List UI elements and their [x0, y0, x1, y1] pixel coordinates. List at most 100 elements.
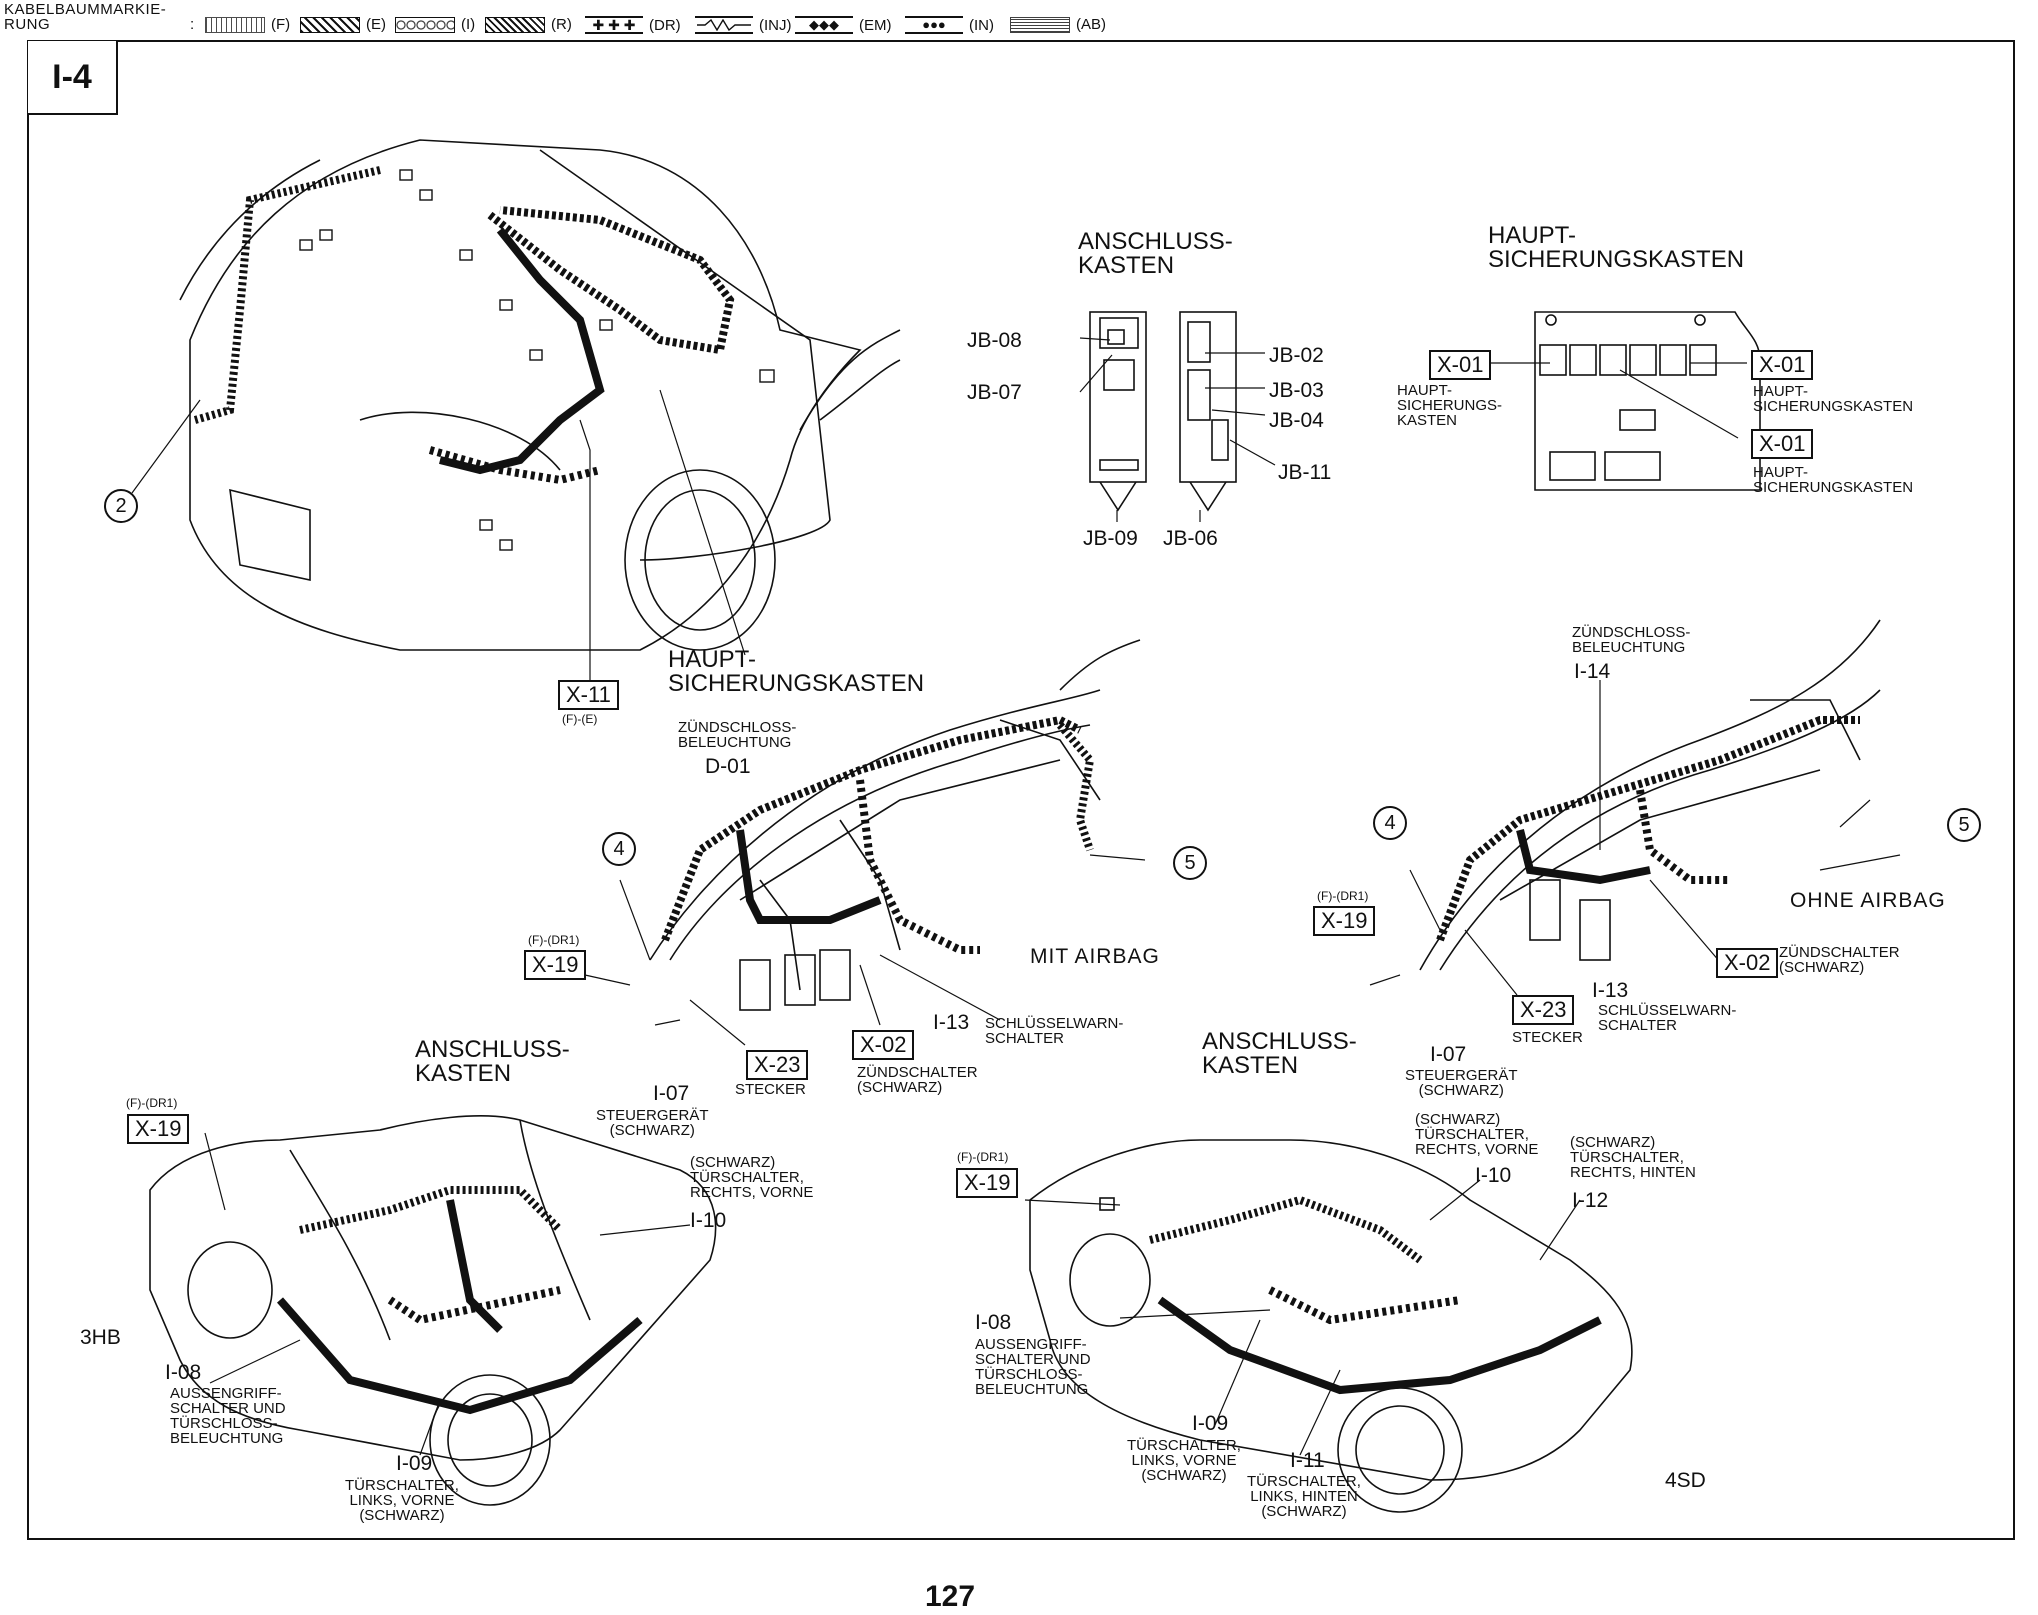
legend-swatch — [205, 16, 265, 33]
mit-x23: X-23 — [746, 1050, 809, 1080]
mit-steuer: STEUERGERÄT (SCHWARZ) — [596, 1107, 709, 1139]
dashboard-ohne-airbag-illustration — [1419, 619, 1881, 971]
ohne-x23: X-23 — [1512, 995, 1575, 1025]
mit-anschluss: ANSCHLUSS- KASTEN — [415, 1036, 570, 1087]
mit-stecker: STECKER — [735, 1081, 806, 1098]
sd4-i09-desc: TÜRSCHALTER, LINKS, VORNE (SCHWARZ) — [1127, 1437, 1241, 1484]
ohne-i14: I-14 — [1574, 660, 1611, 683]
ohne-zuendschalter: ZÜNDSCHALTER (SCHWARZ) — [1779, 944, 1900, 976]
legend-item: (I) — [395, 16, 475, 33]
legend-code: (INJ) — [759, 16, 792, 34]
hb3-title: 3HB — [80, 1326, 121, 1349]
hb3-i10: I-10 — [690, 1209, 727, 1232]
mit-i07: I-07 — [653, 1082, 690, 1105]
sd4-i09: I-09 — [1192, 1412, 1229, 1435]
sd4-i11: I-11 — [1290, 1449, 1325, 1472]
main-fuse-box-illustration — [1534, 311, 1761, 491]
ohne-schloss: SCHLÜSSELWARN- SCHALTER — [1598, 1002, 1737, 1034]
legend-swatch: ●●● — [905, 16, 963, 34]
conn-jb09: JB-09 — [1083, 527, 1138, 550]
page-number: 127 — [925, 1580, 976, 1613]
sd4-x19: X-19 — [956, 1168, 1019, 1198]
hb3-i08: I-08 — [165, 1361, 202, 1384]
conn-x01-left-desc: HAUPT- SICHERUNGS- KASTEN — [1397, 382, 1503, 429]
ohne-zuend-light-label: ZÜNDSCHLOSS- BELEUCHTUNG — [1572, 624, 1691, 656]
conn-x01-left: X-01 — [1429, 350, 1492, 380]
legend-code: (IN) — [969, 16, 994, 34]
sd4-i12-desc: (SCHWARZ) TÜRSCHALTER, RECHTS, HINTEN — [1570, 1134, 1696, 1181]
engine-harness — [193, 166, 735, 485]
conn-x01-right-1: X-01 — [1751, 350, 1814, 380]
car-3hb-harness — [276, 1186, 643, 1415]
engine-fuse-box-label: HAUPT- SICHERUNGSKASTEN — [668, 646, 925, 697]
sd4-i10-desc: (SCHWARZ) TÜRSCHALTER, RECHTS, VORNE — [1415, 1111, 1539, 1158]
legend-item: (R) — [485, 16, 572, 33]
mit-callout-5: 5 — [1173, 846, 1207, 880]
mit-callout-4: 4 — [602, 832, 636, 866]
connector-x11-code: (F)-(E) — [562, 712, 598, 726]
hb3-i09-desc: TÜRSCHALTER, LINKS, VORNE (SCHWARZ) — [345, 1477, 459, 1524]
legend-swatch — [695, 16, 753, 34]
mit-x19-code: (F)-(DR1) — [528, 933, 580, 947]
mit-x02: X-02 — [852, 1030, 915, 1060]
junction-box-title: ANSCHLUSS- KASTEN — [1078, 228, 1233, 279]
legend-item: ◆◆◆(EM) — [795, 16, 892, 34]
sd4-i08: I-08 — [975, 1311, 1012, 1334]
legend-code: (AB) — [1076, 16, 1106, 33]
legend-code: (E) — [366, 16, 386, 33]
sd4-i08-desc: AUSSENGRIFF- SCHALTER UND TÜRSCHLOSS- BE… — [975, 1336, 1091, 1398]
sd4-i12: I-12 — [1572, 1189, 1609, 1212]
sd4-title: 4SD — [1665, 1469, 1706, 1492]
diagram-frame — [27, 40, 2015, 1540]
ohne-title: OHNE AIRBAG — [1790, 889, 1946, 912]
conn-jb03: JB-03 — [1269, 379, 1324, 402]
legend-swatch: ◆◆◆ — [795, 16, 853, 34]
legend-item: ●●● (IN) — [905, 16, 994, 34]
legend-swatch: ✚ ✚ ✚ — [585, 16, 643, 34]
legend-code: (DR) — [649, 16, 681, 34]
dashboard-mit-airbag-illustration — [649, 639, 1141, 1011]
legend-swatch — [395, 16, 455, 33]
leader-lines — [131, 337, 1901, 1456]
legend-code: (R) — [551, 16, 572, 33]
sd4-x19-code: (F)-(DR1) — [957, 1150, 1009, 1164]
legend-item: (E) — [300, 16, 386, 33]
legend-item: (INJ) — [695, 16, 792, 34]
car-4sd-harness — [1149, 1195, 1602, 1395]
sd4-i11-desc: TÜRSCHALTER, LINKS, HINTEN (SCHWARZ) — [1247, 1473, 1361, 1520]
sd4-i10: I-10 — [1475, 1164, 1512, 1187]
ohne-steuer: STEUERGERÄT (SCHWARZ) — [1405, 1067, 1518, 1099]
legend-item: ✚ ✚ ✚ (DR) — [585, 16, 681, 34]
ohne-anschluss: ANSCHLUSS- KASTEN — [1202, 1028, 1357, 1079]
mit-x19: X-19 — [524, 950, 587, 980]
hb3-x19: X-19 — [127, 1114, 190, 1144]
engine-bay-illustration — [179, 139, 901, 651]
hb3-i09: I-09 — [396, 1452, 433, 1475]
legend-swatch — [300, 16, 360, 33]
car-3hb-illustration — [149, 1115, 717, 1506]
legend-separator: : — [190, 16, 195, 33]
ohne-stecker: STECKER — [1512, 1029, 1583, 1046]
hb3-i10-desc: (SCHWARZ) TÜRSCHALTER, RECHTS, VORNE — [690, 1154, 814, 1201]
dashboard-harness-ohne — [1436, 716, 1860, 942]
ohne-x19: X-19 — [1313, 906, 1376, 936]
car-4sd-illustration — [1029, 1139, 1633, 1513]
legend-swatch — [1010, 16, 1070, 33]
legend-code: (I) — [461, 16, 476, 33]
ohne-x19-code: (F)-(DR1) — [1317, 889, 1369, 903]
dashboard-harness-mit — [661, 715, 1095, 954]
legend-code: (F) — [271, 16, 291, 33]
conn-jb06: JB-06 — [1163, 527, 1218, 550]
connector-x11: X-11 — [558, 680, 619, 710]
hb3-x19-code: (F)-(DR1) — [126, 1096, 178, 1110]
hb3-i08-desc: AUSSENGRIFF- SCHALTER UND TÜRSCHLOSS- BE… — [170, 1385, 286, 1447]
mit-title: MIT AIRBAG — [1030, 945, 1160, 968]
ohne-i07: I-07 — [1430, 1043, 1467, 1066]
conn-jb02: JB-02 — [1269, 344, 1324, 367]
mit-schloss: SCHLÜSSELWARN- SCHALTER — [985, 1015, 1124, 1047]
conn-jb08: JB-08 — [967, 329, 1022, 352]
conn-x01-right-2: X-01 — [1751, 429, 1814, 459]
legend-item: (F) — [205, 16, 290, 33]
conn-jb04: JB-04 — [1269, 409, 1324, 432]
